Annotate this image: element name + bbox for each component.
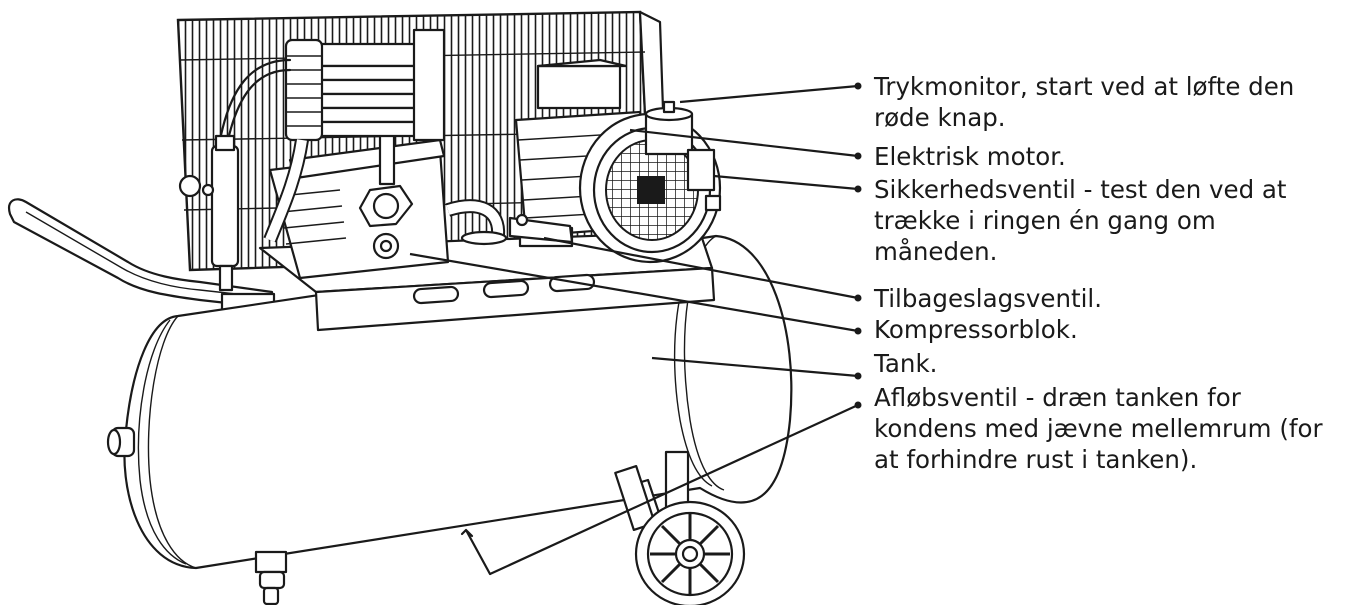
compressor-block-drawing [268,128,450,280]
leader-lines [409,84,859,575]
leader-dots [854,82,862,409]
label-compressor-block: Kompressorblok. [874,315,1078,344]
caster-wheel [254,550,288,605]
drain-arrow [460,528,492,576]
label-pressure-switch: Trykmonitor, start ved at løfte den røde… [874,72,1295,132]
wheel [614,450,746,605]
label-check-valve: Tilbageslagsventil. [874,284,1103,313]
hoses [218,58,506,243]
air-filter [178,134,240,292]
label-safety-valve: Sikkerhedsventil - test den ved at trækk… [874,175,1287,266]
label-tank: Tank. [874,349,938,378]
label-electric-motor: Elektrisk motor. [874,142,1066,171]
check-valve-drawing [460,213,574,246]
label-drain-valve: Afløbsventil - dræn tanken for kondens m… [874,383,1323,474]
cylinder-head [284,28,446,142]
